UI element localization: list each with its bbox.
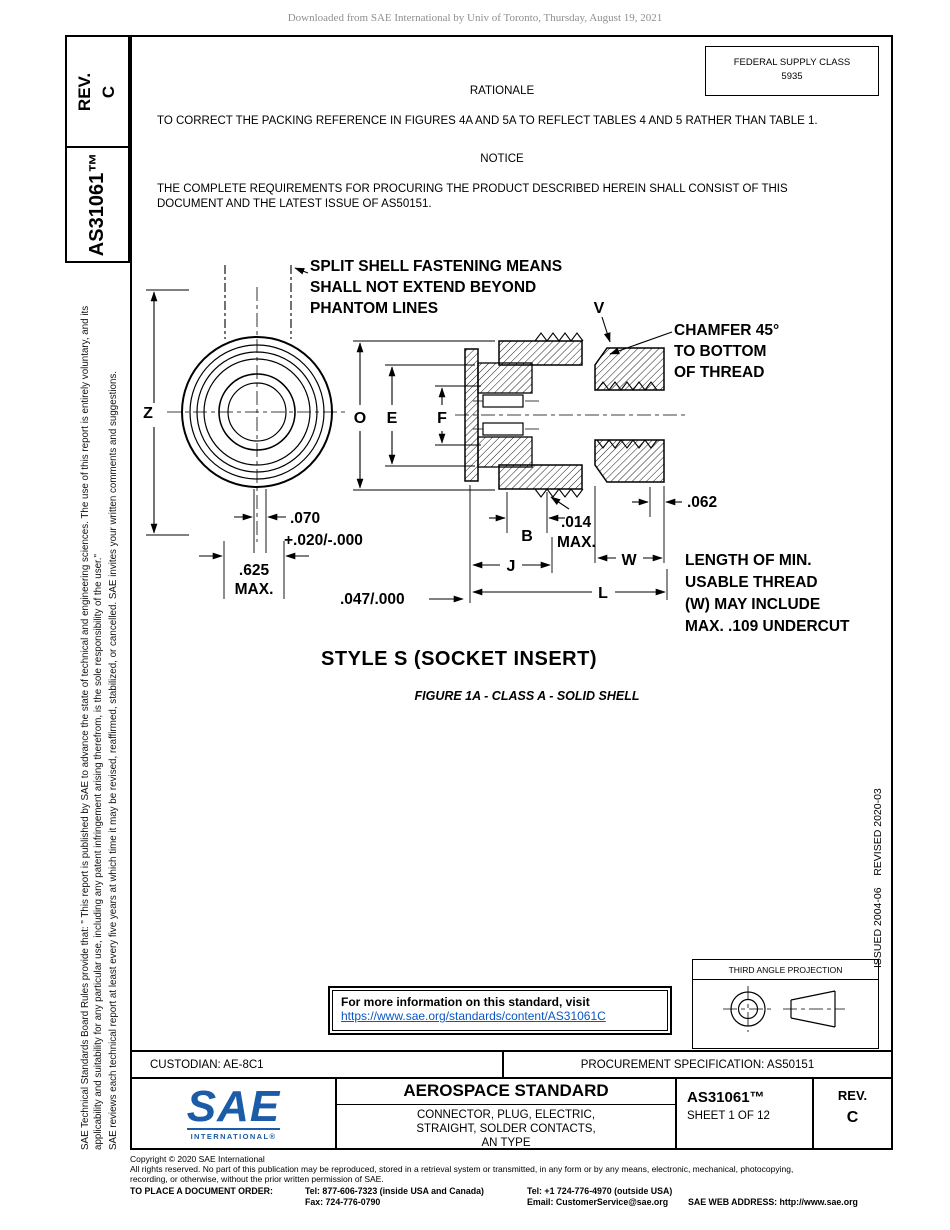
more-info-inner: For more information on this standard, v… (332, 990, 668, 1031)
usable-thread-note-line2: USABLE THREAD (685, 574, 818, 591)
web-address: SAE WEB ADDRESS: http://www.sae.org (688, 1197, 858, 1207)
rights-line2: recording, or otherwise, without the pri… (130, 1174, 384, 1184)
dim-j: J (507, 558, 516, 575)
dim-e: E (387, 410, 398, 427)
third-angle-projection-label: THIRD ANGLE PROJECTION (693, 960, 878, 980)
nut-section-top (594, 347, 665, 391)
doc-number-box: AS31061™ (65, 148, 130, 263)
rev-cell-value: C (846, 1109, 859, 1126)
thread-profile-bottom (534, 488, 584, 498)
nut-section-bottom (594, 439, 665, 483)
email-line: Email: CustomerService@sae.org (527, 1197, 669, 1207)
left-legal-text: SAE Technical Standards Board Rules prov… (80, 268, 121, 1150)
dim-z: Z (143, 405, 153, 422)
dim-062: .062 (687, 494, 717, 511)
custodian-row: CUSTODIAN: AE-8C1 PROCUREMENT SPECIFICAT… (132, 1050, 891, 1077)
standard-title: CONNECTOR, PLUG, ELECTRIC, STRAIGHT, SOL… (337, 1105, 675, 1150)
dim-b: B (521, 528, 533, 545)
federal-supply-class-value: 5935 (781, 71, 803, 82)
sae-logo: SAE INTERNATIONAL® (186, 1082, 281, 1141)
legal-paragraph-1: SAE Technical Standards Board Rules prov… (80, 305, 104, 1150)
title-block: SAE INTERNATIONAL® AEROSPACE STANDARD CO… (132, 1077, 891, 1150)
dim-625: .625 (239, 562, 270, 579)
chamfer-note-line3: OF THREAD (674, 364, 764, 381)
third-angle-projection-box: THIRD ANGLE PROJECTION (692, 959, 879, 1049)
dim-070-tol: +.020/-.000 (284, 532, 363, 549)
dim-625-max: MAX. (235, 581, 274, 598)
rev-label: REV. (75, 72, 95, 111)
standard-title-line2: STRAIGHT, SOLDER CONTACTS, (416, 1123, 596, 1135)
rationale-body: TO CORRECT THE PACKING REFERENCE IN FIGU… (157, 115, 818, 127)
dim-o: O (354, 410, 366, 427)
third-angle-projection-icon (723, 986, 845, 1032)
standard-title-line3: AN TYPE (481, 1137, 531, 1149)
rev-box: REV. C (65, 35, 130, 148)
doc-number-vertical: AS31061™ (86, 152, 108, 257)
rev-cell: REV. C (812, 1079, 891, 1150)
procurement-cell: PROCUREMENT SPECIFICATION: AS50151 (580, 1059, 815, 1071)
sheet-number: SHEET 1 OF 12 (687, 1110, 770, 1122)
figure-1a-drawing: SPLIT SHELL FASTENING MEANS SHALL NOT EX… (143, 258, 850, 703)
tel-outside: Tel: +1 724-776-4970 (outside USA) (527, 1186, 673, 1196)
dim-l: L (598, 585, 608, 602)
dim-v: V (594, 300, 605, 317)
style-caption: STYLE S (SOCKET INSERT) (321, 648, 597, 670)
copyright-line: Copyright © 2020 SAE International (130, 1154, 265, 1164)
dim-f: F (437, 410, 447, 427)
doc-number-cell: AS31061™ SHEET 1 OF 12 (675, 1079, 812, 1150)
more-info-text: For more information on this standard, v… (341, 995, 590, 1009)
split-shell-note-line2: SHALL NOT EXTEND BEYOND (310, 279, 536, 296)
legal-paragraph-2: SAE reviews each technical report at lea… (108, 370, 119, 1150)
figure-caption: FIGURE 1A - CLASS A - SOLID SHELL (414, 689, 639, 703)
tel-inside: Tel: 877-606-7323 (inside USA and Canada… (305, 1186, 484, 1196)
dim-014-max: MAX. (557, 534, 596, 551)
standard-type: AEROSPACE STANDARD (337, 1079, 675, 1105)
split-shell-note-line1: SPLIT SHELL FASTENING MEANS (310, 258, 562, 275)
download-watermark: Downloaded from SAE International by Uni… (287, 12, 663, 24)
split-shell-note-line3: PHANTOM LINES (310, 300, 438, 317)
order-label: TO PLACE A DOCUMENT ORDER: (130, 1186, 273, 1196)
notice-heading: NOTICE (480, 153, 524, 165)
dim-w: W (621, 552, 637, 569)
socket-contact-upper (482, 394, 524, 408)
issued-revised-vertical: ISSUED 2004-06 REVISED 2020-03 (872, 788, 884, 968)
dim-047: .047/.000 (340, 591, 405, 608)
front-view (167, 265, 347, 542)
doc-number: AS31061™ (687, 1089, 765, 1106)
standard-title-line1: CONNECTOR, PLUG, ELECTRIC, (416, 1109, 596, 1121)
front-view-dimensions (146, 267, 309, 599)
rev-value: C (99, 85, 119, 98)
thread-profile-top (534, 332, 584, 342)
main-content-frame: FEDERAL SUPPLY CLASS 5935 RATIONALE TO C… (130, 35, 893, 1150)
sae-logo-word: SAE (186, 1082, 281, 1131)
rights-line1: All rights reserved. No part of this pub… (130, 1164, 794, 1174)
standard-title-cell: AEROSPACE STANDARD CONNECTOR, PLUG, ELEC… (335, 1079, 675, 1150)
usable-thread-note-line4: MAX. .109 UNDERCUT (685, 618, 850, 635)
fax-line: Fax: 724-776-0790 (305, 1197, 381, 1207)
drawing-labels: SPLIT SHELL FASTENING MEANS SHALL NOT EX… (143, 258, 850, 703)
rev-box-text: REV. C (74, 72, 122, 110)
chamfer-note-line1: CHAMFER 45° (674, 322, 779, 339)
usable-thread-note-line3: (W) MAY INCLUDE (685, 596, 820, 613)
sae-logo-subtext: INTERNATIONAL® (186, 1128, 281, 1141)
rev-cell-label: REV. (837, 1088, 868, 1103)
dim-014: .014 (561, 514, 592, 531)
federal-supply-class-box: FEDERAL SUPPLY CLASS 5935 (705, 46, 879, 96)
socket-contact-lower (482, 422, 524, 436)
section-view (455, 332, 685, 498)
custodian-cell: CUSTODIAN: AE-8C1 (132, 1052, 504, 1077)
usable-thread-note-line1: LENGTH OF MIN. (685, 552, 812, 569)
more-info-box: For more information on this standard, v… (328, 986, 672, 1035)
chamfer-note-line2: TO BOTTOM (674, 343, 766, 360)
federal-supply-class-label: FEDERAL SUPPLY CLASS (733, 57, 851, 68)
section-dimensions (353, 316, 682, 603)
notice-body: THE COMPLETE REQUIREMENTS FOR PROCURING … (157, 183, 788, 210)
sae-logo-cell: SAE INTERNATIONAL® (132, 1079, 335, 1150)
dim-070: .070 (290, 510, 320, 527)
standard-link[interactable]: https://www.sae.org/standards/content/AS… (341, 1009, 606, 1023)
rationale-heading: RATIONALE (469, 85, 535, 97)
